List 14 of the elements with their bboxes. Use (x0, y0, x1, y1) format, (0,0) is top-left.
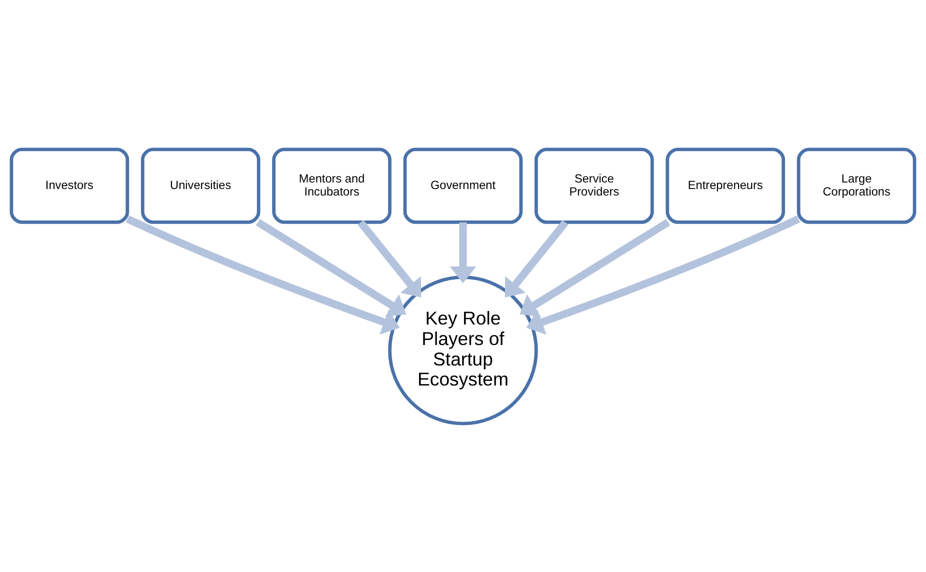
node-box: Government (403, 147, 523, 224)
arrow (450, 222, 476, 283)
node-box: Investors (10, 147, 130, 224)
arrow (526, 214, 800, 334)
node-box: Entrepreneurs (666, 147, 786, 224)
node-box: Universities (140, 147, 260, 224)
node-box: Service Providers (534, 147, 654, 224)
node-box: Large Corporations (796, 147, 916, 224)
arrow (256, 218, 406, 316)
node-box: Mentors and Incubators (272, 147, 392, 224)
arrow (126, 214, 400, 334)
arrow (358, 220, 422, 298)
arrow (504, 220, 568, 298)
arrow (520, 218, 670, 316)
